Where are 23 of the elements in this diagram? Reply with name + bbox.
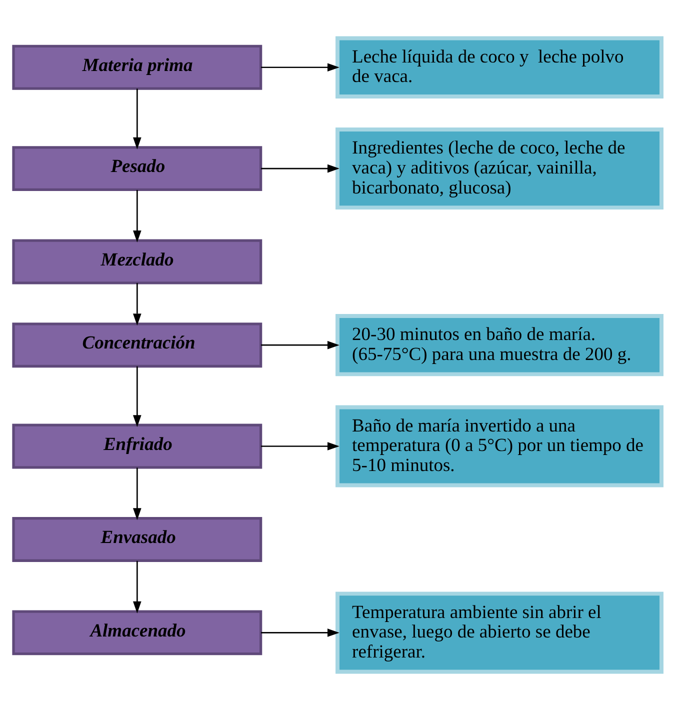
arrow	[132, 88, 142, 149]
node-box: 20-30 minutos en baño de maría. (65-75°C) para una muestra de 200 g.	[336, 314, 664, 376]
arrow	[261, 340, 340, 349]
node-box: Concentración	[12, 322, 262, 368]
arrow	[132, 467, 142, 520]
arrow	[261, 442, 340, 450]
arrow	[261, 164, 340, 172]
arrow	[132, 189, 142, 242]
node-box: Mezclado	[12, 238, 262, 284]
node-box: Ingredientes (leche de coco, leche de vaca) y aditivos (azúcar, vainilla, bicarbonato, glucosa)	[336, 127, 664, 210]
arrow	[132, 282, 142, 325]
arrow	[132, 366, 142, 427]
arrow	[261, 628, 340, 636]
node-box: Temperatura ambiente sin abrir el envase, luego de abierto se debe refrigerar.	[336, 591, 664, 674]
node-box: Baño de maría invertido a una temperatura (0 a 5°C) por un tiempo de 5-10 minutos.	[336, 404, 664, 487]
node-box: Materia prima	[12, 44, 262, 90]
node-box: Enfriado	[12, 423, 262, 468]
node-box: Pesado	[12, 146, 262, 191]
node-box: Almacenado	[12, 610, 262, 655]
arrow	[132, 560, 142, 613]
arrow	[261, 62, 340, 72]
node-box: Leche líquida de coco y leche polvo de vaca.	[336, 36, 664, 98]
node-box: Envasado	[12, 516, 262, 562]
